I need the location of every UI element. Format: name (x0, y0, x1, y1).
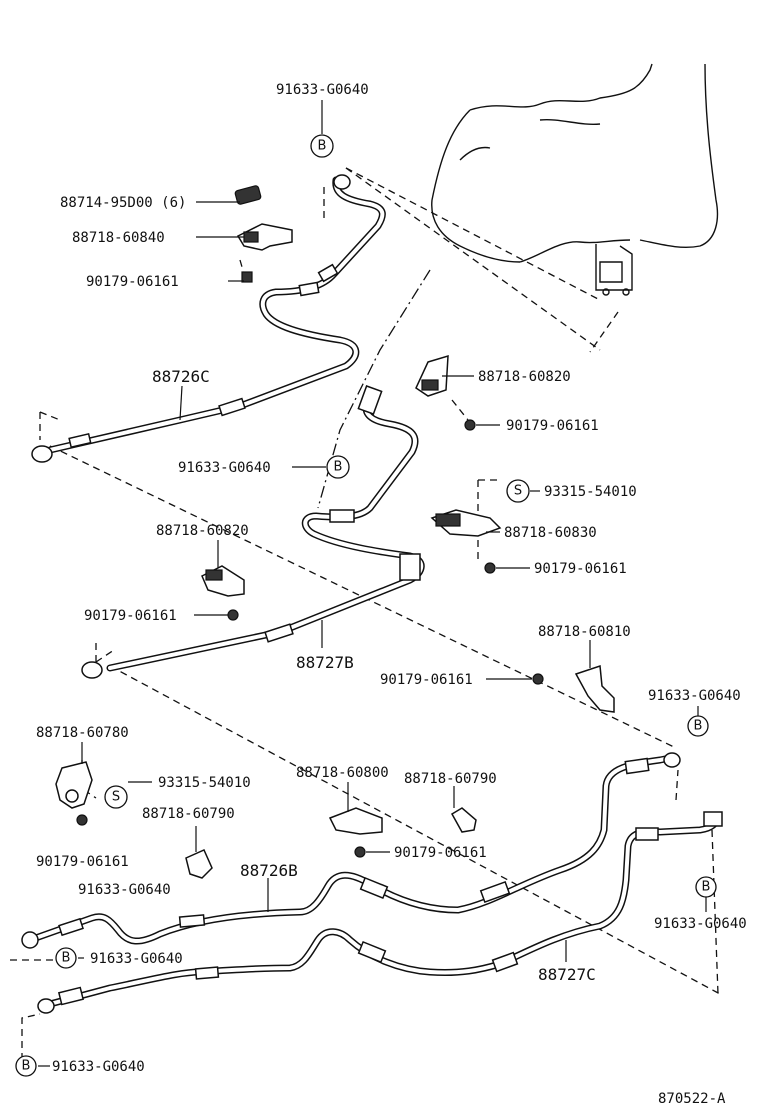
marker-b-far-right: B (695, 876, 717, 898)
bolt-90179-b (464, 419, 476, 431)
bolt-90179-g (354, 846, 366, 858)
label-91633-right: 91633-G0640 (648, 688, 741, 704)
bolt-90179-d (227, 609, 239, 621)
clamp-88718-60820-b (201, 565, 245, 597)
label-91633-far-right: 91633-G0640 (654, 916, 747, 932)
marker-s-lower-text: S (112, 790, 120, 805)
clamp-88718-60800 (328, 807, 383, 835)
leader-lines (38, 100, 707, 1067)
label-91633-top: 91633-G0640 (276, 82, 369, 98)
marker-b-mid-text: B (334, 460, 343, 475)
pipe-88726B (21, 752, 681, 949)
label-90179-c: 90179-06161 (534, 561, 627, 577)
label-90179-a: 90179-06161 (86, 274, 179, 290)
marker-b-lower-left-text: B (62, 951, 71, 966)
label-88726B: 88726B (240, 861, 298, 880)
clamp-88718-60820-a (415, 354, 449, 397)
marker-b-right-text: B (694, 719, 703, 734)
label-88718-60800: 88718-60800 (296, 765, 389, 781)
clamp-88718-60790-a (185, 849, 213, 879)
label-91633-mid: 91633-G0640 (178, 460, 271, 476)
pipe-88727C (37, 811, 723, 1014)
clamp-88718-60790-b (450, 807, 477, 833)
diagram-id: 870522-A (658, 1091, 726, 1107)
label-88718-60810: 88718-60810 (538, 624, 631, 640)
bolt-90179-c (484, 562, 496, 574)
bolt-90179-e (532, 673, 544, 685)
label-88718-60820-a: 88718-60820 (478, 369, 571, 385)
marker-s-lower: S (104, 785, 128, 809)
label-91633-lower: 91633-G0640 (78, 882, 171, 898)
label-90179-e: 90179-06161 (380, 672, 473, 688)
label-88718-60790-b: 88718-60790 (404, 771, 497, 787)
label-91633-bottom-left-1: 91633-G0640 (90, 951, 183, 967)
label-88718-60820-b: 88718-60820 (156, 523, 249, 539)
bolt-90179-f (76, 814, 88, 826)
marker-b-top-text: B (318, 139, 327, 154)
clamp-88714 (234, 185, 262, 205)
part-labels: 91633-G0640 88714-95D00 (6) 88718-60840 … (36, 82, 747, 1107)
transmission-outline (431, 63, 719, 296)
label-88718-60790-a: 88718-60790 (142, 806, 235, 822)
label-91633-bottom-left-2: 91633-G0640 (52, 1059, 145, 1075)
clamp-88718-60810 (574, 664, 615, 713)
label-90179-f: 90179-06161 (36, 854, 129, 870)
marker-b-bottom-left: B (15, 1055, 37, 1077)
clamp-88718-60840 (236, 223, 293, 251)
marker-s-upper: S (506, 479, 530, 503)
label-90179-b: 90179-06161 (506, 418, 599, 434)
marker-s-upper-text: S (514, 484, 522, 499)
marker-b-top: B (310, 134, 334, 158)
label-90179-d: 90179-06161 (84, 608, 177, 624)
clamp-88718-60830 (430, 509, 502, 537)
label-88714-95D00: 88714-95D00 (6) (60, 195, 186, 211)
bolt-90179-a (241, 271, 253, 283)
label-88727B: 88727B (296, 653, 354, 672)
marker-b-right: B (687, 715, 709, 737)
pipe-88727B (81, 385, 425, 679)
label-90179-g: 90179-06161 (394, 845, 487, 861)
marker-b-mid: B (326, 455, 350, 479)
label-88726C: 88726C (152, 367, 210, 386)
clamp-88718-60780 (55, 761, 93, 809)
label-88727C: 88727C (538, 965, 596, 984)
label-93315-b: 93315-54010 (158, 775, 251, 791)
marker-b-far-right-text: B (702, 880, 711, 895)
marker-b-lower-left: B (55, 947, 77, 969)
label-88718-60830: 88718-60830 (504, 525, 597, 541)
marker-b-bottom-left-text: B (22, 1059, 31, 1074)
label-88718-60780: 88718-60780 (36, 725, 129, 741)
pipe-88726C (31, 174, 386, 463)
label-88718-60840: 88718-60840 (72, 230, 165, 246)
label-93315-a: 93315-54010 (544, 484, 637, 500)
